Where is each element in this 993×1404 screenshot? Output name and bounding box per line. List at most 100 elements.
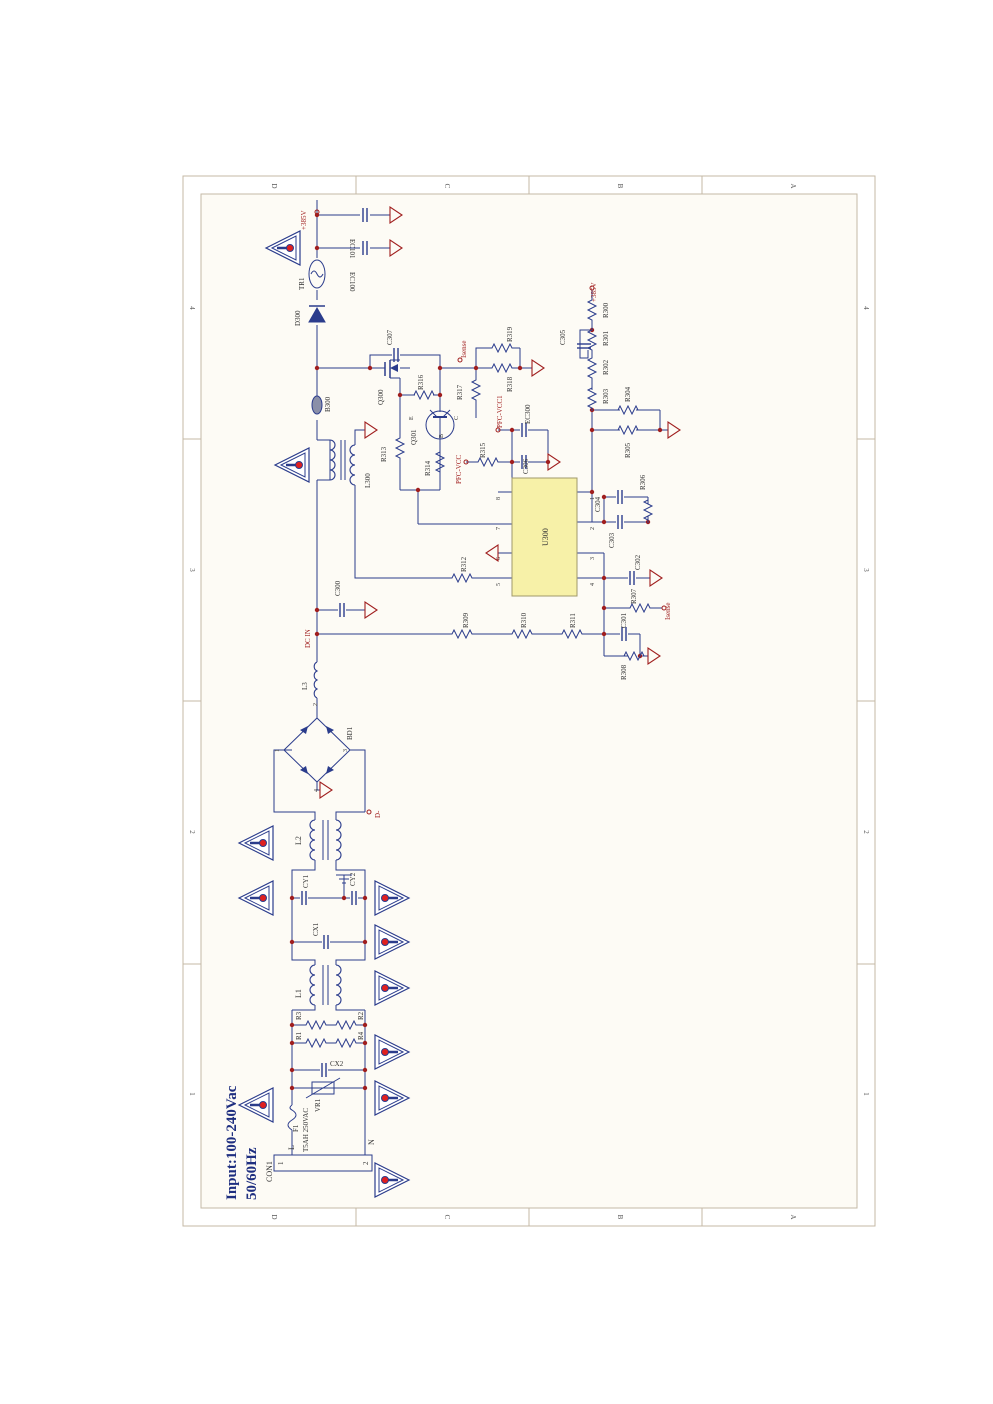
divider-resistors: R309 R310 R311 R312: [448, 556, 586, 639]
drawing-area: [200, 193, 858, 1209]
c305-label: C305: [559, 329, 567, 345]
r300-label: R300: [602, 302, 610, 318]
zone-row-d-bottom: D: [270, 1214, 278, 1219]
bjt-q301: Q301 E B C: [409, 409, 460, 445]
inductor-l300: L300: [329, 439, 372, 488]
choke-l2: L2: [294, 819, 342, 861]
bd1-pin1: 1: [275, 749, 281, 752]
u300-pin5: 5: [496, 583, 502, 586]
l3-pin2: 2: [313, 703, 319, 706]
r316-label: R316: [417, 374, 425, 390]
zone-col-4-left: 4: [188, 306, 196, 310]
r317-label: R317: [456, 384, 464, 400]
inductor-l3: L3 2: [301, 661, 319, 706]
zone-row-a-bottom: A: [789, 1214, 797, 1219]
pfc-vcc-label: PFC-VCC: [455, 454, 463, 484]
zone-row-b-top: B: [616, 184, 624, 189]
r318-label: R318: [506, 376, 514, 392]
input-title: Input:100-240Vac 50/60Hz: [224, 1085, 260, 1200]
r308-label: R308: [620, 664, 628, 680]
f1-value: T5AH 250VAC: [302, 1108, 310, 1152]
r305-label: R305: [624, 442, 632, 458]
cap-c307: C307: [386, 329, 399, 363]
ec300-label: EC300: [524, 404, 532, 424]
diode-d300: D300: [294, 305, 326, 326]
zone-row-b-bottom: B: [616, 1215, 624, 1220]
u300-label: U300: [541, 528, 550, 546]
connector-con1: CON1 1 2 L N: [265, 1139, 376, 1182]
zone-row-c-bottom: C: [443, 1215, 451, 1220]
bleeder-resistors: R1 R3 R4 R2: [295, 1011, 365, 1049]
v385-2-label: +385V: [590, 282, 598, 302]
bd1-pin3: 3: [343, 749, 349, 752]
zone-row-d-top: D: [270, 183, 278, 188]
q301-pin-e: E: [409, 416, 415, 420]
l300-label: L300: [364, 473, 372, 488]
zone-col-3-right: 3: [862, 568, 870, 572]
cap-cx1: CX1: [312, 922, 330, 950]
f1-label: F1: [292, 1124, 300, 1132]
c307-label: C307: [386, 329, 394, 345]
r4-label: R4: [357, 1031, 365, 1040]
c306-label: C306: [522, 458, 530, 474]
neutral-label: N: [367, 1139, 376, 1145]
con1-pin1: 1: [277, 1161, 285, 1165]
varistor-vr1: VR1: [305, 1077, 341, 1112]
zone-row-c-top: C: [443, 184, 451, 189]
d-minus-label: D-: [374, 810, 382, 818]
b300-label: B300: [324, 396, 332, 412]
r313-label: R313: [380, 446, 388, 462]
r314-label: R314: [424, 460, 432, 476]
controller-passives: C304 R306 C303 C302 R307 C301 R308 Isens…: [594, 474, 672, 680]
c302-label: C302: [634, 554, 642, 570]
r302-label: R302: [602, 359, 610, 375]
d300-label: D300: [294, 310, 302, 326]
tr1-label: TR1: [298, 277, 306, 290]
l1-label: L1: [294, 989, 303, 998]
bd1-pin4: 4: [314, 789, 320, 792]
ec100-label: EC100: [348, 272, 356, 292]
r303-label: R303: [602, 388, 610, 404]
bd1-label: BD1: [346, 726, 354, 740]
zone-row-a-top: A: [789, 183, 797, 188]
choke-l1: L1: [294, 964, 342, 1006]
r310-label: R310: [520, 612, 528, 628]
caps-cy: CY1 CY2: [300, 872, 358, 906]
u300-pin1: 1: [590, 497, 596, 500]
r312-label: R312: [460, 556, 468, 572]
u300-pin8: 8: [496, 497, 502, 500]
r307-label: R307: [630, 588, 638, 604]
cy2-label: CY2: [349, 872, 357, 886]
cx1-label: CX1: [312, 922, 320, 936]
r301-label: R301: [602, 330, 610, 346]
zone-col-3-left: 3: [188, 568, 196, 572]
net-d-minus: D-: [366, 809, 382, 818]
cy1-label: CY1: [302, 874, 310, 888]
controller-u300: U300 8 7 6 5 1 2 3 4: [496, 477, 596, 597]
line-label: L: [287, 1145, 296, 1150]
cap-cx2: CX2: [320, 1060, 344, 1078]
input-title-line2: 50/60Hz: [244, 1147, 260, 1200]
thermistor-tr1: TR1: [298, 259, 326, 290]
ec101-label: EC101: [348, 239, 356, 259]
r306-label: R306: [639, 474, 647, 490]
bulk-caps: EC100 EC101 +385V: [300, 207, 368, 292]
bead-b300: B300: [311, 395, 332, 415]
r311-label: R311: [569, 613, 577, 628]
hv-sense-network: +385V R300 R301 R302 R303 C305 R304 R305: [559, 282, 642, 458]
resistor-r316: R316: [410, 374, 438, 400]
sense-resistors: R319 R318: [488, 326, 516, 392]
c300-label: C300: [334, 580, 342, 596]
r3-label: R3: [295, 1011, 303, 1020]
c303-label: C303: [608, 532, 616, 548]
isense2-label: Isense: [664, 603, 672, 621]
input-title-line1: Input:100-240Vac: [224, 1085, 240, 1200]
r2-label: R2: [357, 1011, 365, 1020]
c301-label: C301: [620, 612, 628, 628]
resistors-r313-r314: R313 R314: [380, 434, 445, 476]
zone-col-2-right: 2: [862, 830, 870, 834]
l3-label: L3: [301, 682, 309, 690]
con1-pin2: 2: [362, 1161, 370, 1165]
q301-label: Q301: [410, 429, 418, 445]
r315-label: R315: [479, 442, 487, 458]
